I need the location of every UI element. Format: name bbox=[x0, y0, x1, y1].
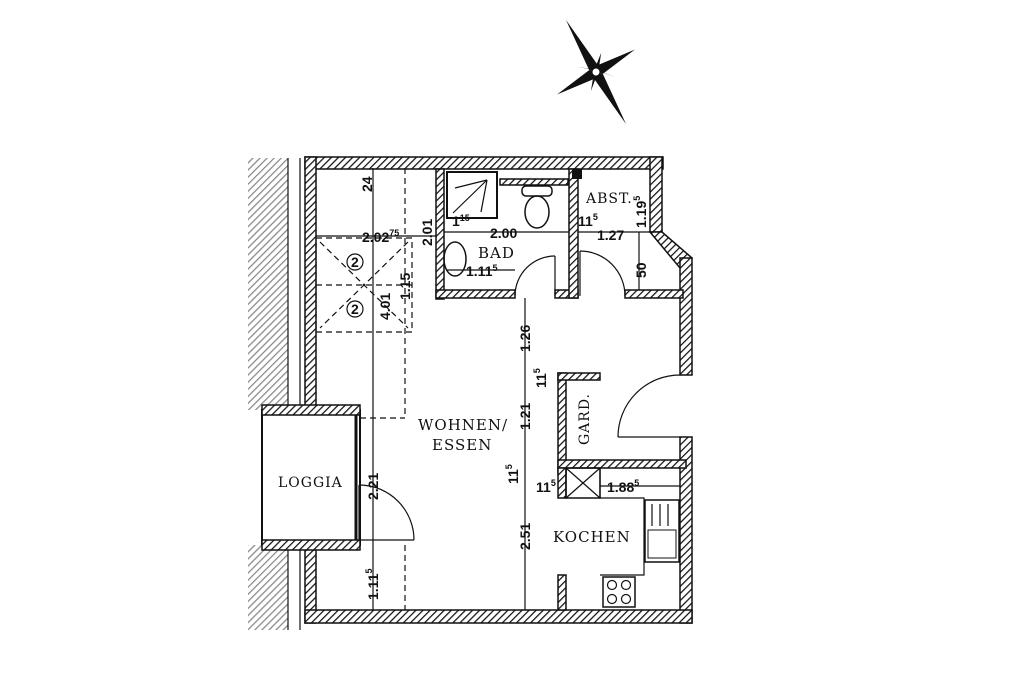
dim-label: 24 bbox=[359, 176, 375, 192]
marker-label: 2 bbox=[351, 254, 359, 270]
dim-label: 2.51 bbox=[517, 523, 533, 550]
loggia: Loggia bbox=[261, 404, 361, 551]
interior-walls bbox=[435, 168, 687, 611]
dim-label: 4.01 bbox=[377, 293, 393, 320]
facade-strip bbox=[248, 158, 301, 630]
dim-label: 1.115 bbox=[466, 263, 498, 279]
dim-label: 115 bbox=[452, 213, 470, 229]
room-label-bad: Bad bbox=[478, 244, 515, 262]
dim-label: 2.0275 bbox=[362, 228, 399, 245]
dim-label: 1.21 bbox=[517, 403, 533, 430]
stove-icon bbox=[602, 576, 636, 608]
loggia-door[interactable] bbox=[358, 484, 415, 541]
kitchen-cabinet bbox=[565, 467, 645, 576]
bath-door[interactable] bbox=[514, 255, 556, 297]
dim-label: 115 bbox=[504, 464, 521, 484]
dashed-zones: 2 2 bbox=[315, 168, 413, 610]
room-label-kochen: Kochen bbox=[553, 528, 631, 546]
dim-label: 1.195 bbox=[632, 196, 649, 228]
dim-label: 2.01 bbox=[419, 219, 435, 246]
room-label-wohnen: Wohnen/ bbox=[418, 416, 508, 434]
room-label-loggia: Loggia bbox=[278, 475, 343, 491]
toilet-icon bbox=[521, 185, 553, 229]
washbasin-icon bbox=[443, 241, 467, 277]
dim-label: 2.00 bbox=[490, 225, 517, 241]
dim-label: 115 bbox=[532, 368, 549, 388]
dim-label: 115 bbox=[578, 212, 598, 229]
dim-label: 115 bbox=[536, 478, 556, 495]
room-label-gard: Gard. bbox=[577, 393, 593, 445]
shower-tray bbox=[446, 171, 498, 219]
compass-rose-icon bbox=[557, 20, 635, 124]
marker-label: 2 bbox=[351, 301, 359, 317]
dimension-labels: 24 2.0275 2.01 1.15 4.01 115 2.00 1.115 … bbox=[359, 176, 649, 600]
storage-door[interactable] bbox=[579, 250, 626, 297]
sink-icon bbox=[644, 499, 680, 563]
room-label-abst: Abst. bbox=[585, 191, 633, 207]
dim-label: 1.885 bbox=[607, 478, 639, 495]
dim-label: 1.26 bbox=[517, 325, 533, 352]
dim-label: 50 bbox=[633, 262, 649, 278]
dimension-lines bbox=[316, 168, 680, 610]
dim-label: 1.15 bbox=[397, 273, 413, 300]
dim-label: 1.27 bbox=[597, 227, 624, 243]
dim-label: 1.115 bbox=[364, 569, 381, 601]
room-label-essen: Essen bbox=[432, 436, 492, 454]
dim-label: 2.21 bbox=[365, 473, 381, 500]
entrance-door[interactable] bbox=[617, 374, 681, 438]
